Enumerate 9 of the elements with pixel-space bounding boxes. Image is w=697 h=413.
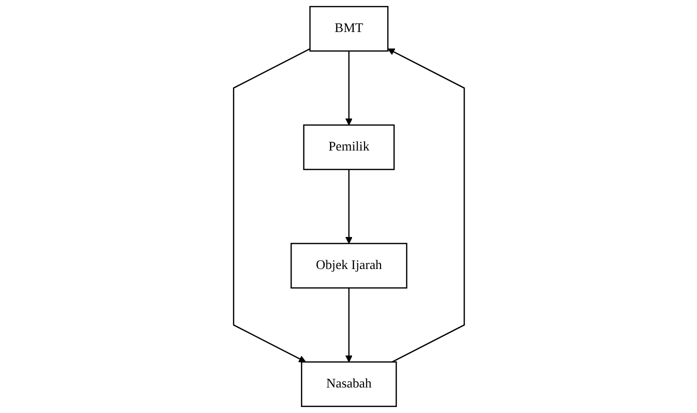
arrow bbox=[344, 169, 352, 244]
arrow bbox=[232, 48, 310, 362]
arrow bbox=[387, 48, 464, 363]
node-box: Pemilik bbox=[302, 124, 394, 170]
node-box: BMT bbox=[308, 6, 388, 52]
arrow bbox=[344, 51, 352, 126]
arrow bbox=[344, 288, 352, 362]
node-box: Nasabah bbox=[300, 361, 396, 408]
node-box: Objek Ijarah bbox=[290, 242, 407, 289]
